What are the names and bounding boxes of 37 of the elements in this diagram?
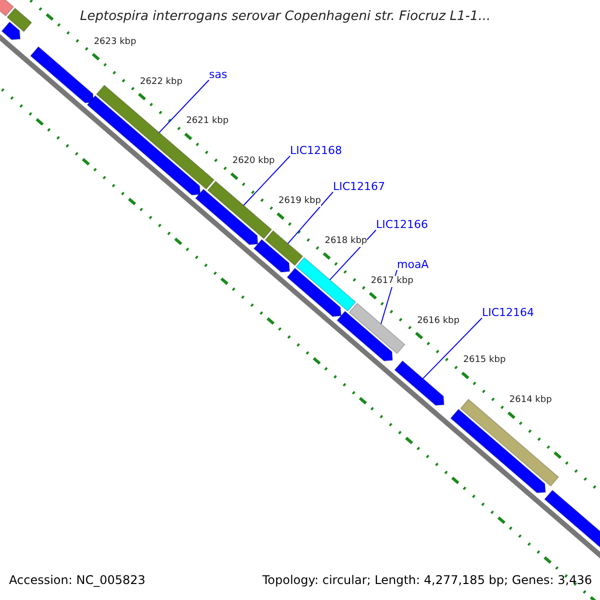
scale-label: 2614 kbp (509, 395, 552, 406)
scale-label: 2619 kbp (278, 196, 321, 208)
reverse-strand-gene (194, 188, 258, 246)
accession-text: Accession: NC_005823 (9, 574, 146, 587)
leader-line (422, 318, 482, 380)
reverse-strand-gene (336, 310, 394, 362)
leader-line (158, 80, 210, 134)
reverse-strand-gene (394, 360, 445, 406)
gene-label: LIC12164 (482, 306, 534, 319)
scale-label: 2620 kbp (232, 156, 275, 168)
reverse-strand-gene (286, 268, 342, 318)
scale-label: 2615 kbp (463, 355, 506, 366)
scale-label: 2621 kbp (186, 116, 229, 128)
scale-label: 2623 kbp (94, 36, 136, 48)
gene-label: moaA (397, 258, 429, 271)
reverse-strand-gene (253, 238, 290, 273)
gene-label: sas (209, 68, 228, 81)
reverse-strand-gene (450, 408, 546, 494)
gene-bar (6, 8, 32, 32)
scale-label: 2617 kbp (370, 276, 414, 287)
gene-bar (348, 302, 406, 354)
leader-line (329, 230, 376, 280)
gene-bar (264, 230, 304, 266)
genome-summary-text: Topology: circular; Length: 4,277,185 bp; Genes: 3,436 (262, 574, 592, 587)
title: Leptospira interrogans serovar Copenhageni str. Fiocruz L1-1... (80, 9, 491, 25)
gene-label: LIC12166 (376, 218, 428, 231)
gene-bar (0, 0, 14, 17)
leader-line (287, 192, 334, 244)
gene-label: LIC12168 (290, 144, 342, 157)
gene-label: LIC12167 (333, 180, 386, 193)
gene-bar (296, 256, 356, 312)
scale-label: 2616 kbp (417, 316, 460, 327)
reverse-strand-gene (1, 21, 21, 40)
scale-label: 2622 kbp (140, 76, 182, 88)
gene-bar (207, 180, 272, 240)
reverse-strand-gene (30, 46, 94, 104)
scale-label: 2618 kbp (324, 236, 368, 247)
